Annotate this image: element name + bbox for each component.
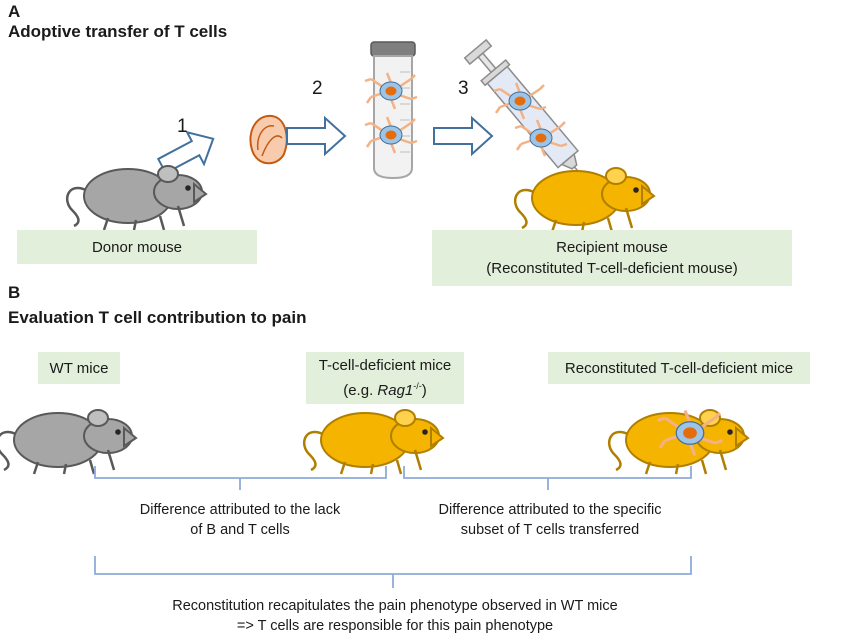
step-2-label: 2 (312, 78, 323, 99)
recipient-mouse-sublabel: (Reconstituted T-cell-deficient mouse) (486, 260, 738, 277)
gene-name: Rag1 (377, 382, 414, 399)
donor-mouse-icon (65, 164, 208, 232)
panel-b-letter: B (8, 283, 21, 302)
syringe-icon (463, 38, 592, 187)
donor-mouse-label-box: Donor mouse (17, 230, 257, 264)
wt-mice-label-box: WT mice (38, 352, 120, 384)
deficient-mice-label: T-cell-deficient mice (318, 357, 452, 374)
wt-mouse-icon (0, 408, 138, 476)
reconstituted-mouse-icon (607, 408, 750, 476)
arrow-step-2 (286, 117, 346, 155)
wt-mice-label: WT mice (49, 359, 109, 377)
gene-superscript: -/- (413, 381, 422, 391)
bracket-wt-vs-deficient (94, 466, 387, 490)
panel-b-title: Evaluation T cell contribution to pain (8, 308, 307, 327)
spleen-icon (249, 114, 288, 165)
deficient-mice-example: (e.g. Rag1-/-) (343, 381, 427, 399)
bracket-deficient-vs-reconstituted (403, 466, 692, 490)
difference-caption-2: Difference attributed to the specific su… (438, 502, 662, 538)
deficient-mice-label-box: T-cell-deficient mice (e.g. Rag1-/-) (306, 352, 464, 404)
conclusion-caption: Reconstitution recapitulates the pain ph… (172, 598, 618, 634)
reconstituted-mice-label-box: Reconstituted T-cell-deficient mice (548, 352, 810, 384)
deficient-mouse-icon (302, 408, 445, 476)
recipient-mouse-label: Recipient mouse (556, 239, 668, 256)
panel-a-letter: A (8, 2, 21, 21)
recipient-mouse-label-box: Recipient mouse (Reconstituted T-cell-de… (432, 230, 792, 286)
difference-caption-1: Difference attributed to the lack of B a… (139, 502, 341, 538)
step-1-label: 1 (177, 116, 188, 137)
recipient-mouse-icon (513, 166, 656, 234)
bracket-wt-vs-reconstituted (94, 556, 692, 588)
reconstituted-mice-label: Reconstituted T-cell-deficient mice (564, 359, 794, 377)
tube-icon (370, 41, 416, 180)
panel-a-title: Adoptive transfer of T cells (8, 22, 228, 41)
donor-mouse-label: Donor mouse (91, 238, 183, 256)
step-3-label: 3 (458, 78, 469, 99)
arrow-step-3 (433, 117, 493, 155)
